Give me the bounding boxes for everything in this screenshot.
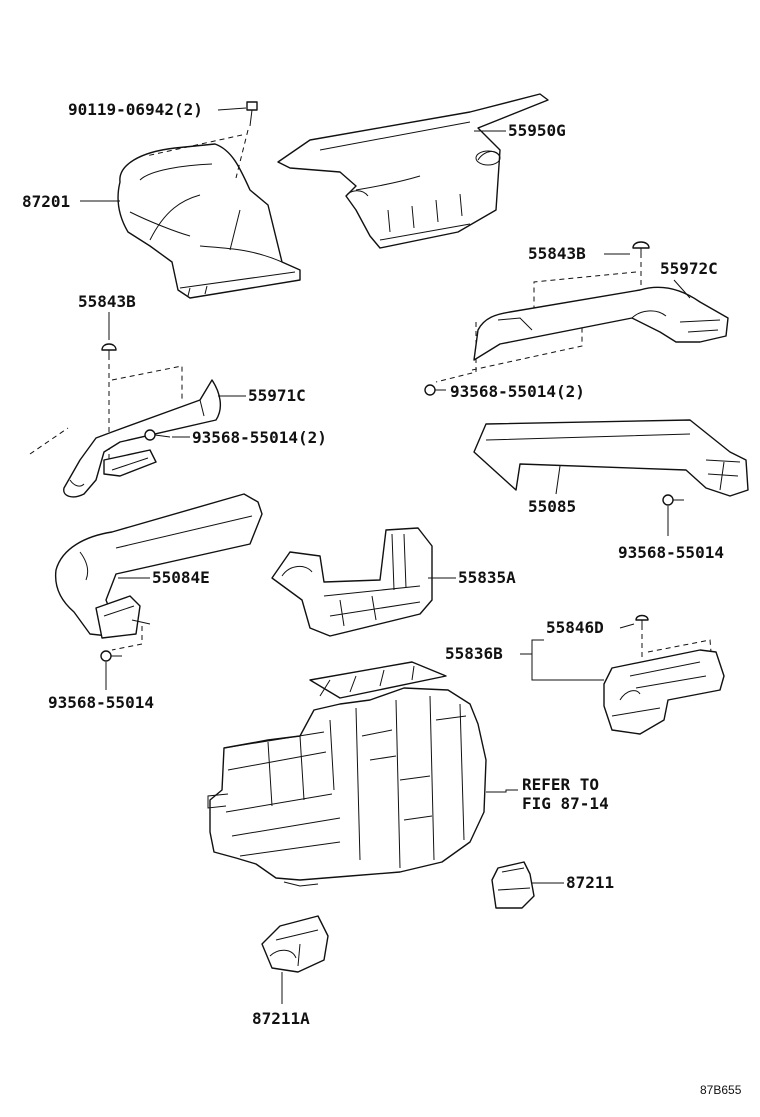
- label-55846d: 55846D: [546, 618, 604, 637]
- screw-93568-left-pair-icon: [144, 429, 171, 441]
- part-55835a-drawing: [271, 527, 433, 637]
- part-55085-drawing: [473, 419, 749, 497]
- label-55835a: 55835A: [458, 568, 516, 587]
- clip-55846d-icon: [635, 614, 649, 630]
- label-55972c: 55972C: [660, 259, 718, 278]
- label-55085: 55085: [528, 497, 576, 516]
- part-87211-drawing: [491, 861, 535, 909]
- screw-93568-right-pair-icon: [424, 384, 446, 396]
- label-55084e: 55084E: [152, 568, 210, 587]
- part-55950g-drawing: [277, 93, 549, 249]
- part-87211a-drawing: [261, 915, 329, 973]
- part-55972c-drawing: [473, 286, 729, 361]
- label-87211a: 87211A: [252, 1009, 310, 1028]
- label-refer-to-line1: REFER TO: [522, 775, 599, 794]
- clip-55843b-right-icon: [632, 241, 650, 258]
- label-55843b-right: 55843B: [528, 244, 586, 263]
- label-87201: 87201: [22, 192, 70, 211]
- label-93568-55014-right-single: 93568-55014: [618, 543, 724, 562]
- part-87201-drawing: [117, 143, 301, 299]
- part-55836b-drawing: [603, 649, 725, 735]
- figure-code: 87B655: [700, 1083, 742, 1097]
- label-55971c: 55971C: [248, 386, 306, 405]
- label-refer-to-line2: FIG 87-14: [522, 794, 609, 813]
- label-87211: 87211: [566, 873, 614, 892]
- label-55836b: 55836B: [445, 644, 503, 663]
- bolt-90119-06942-icon: [246, 101, 258, 127]
- part-55084e-drawing: [54, 493, 263, 639]
- label-bolt-90119-06942: 90119-06942(2): [68, 100, 203, 119]
- part-55971c-drawing: [63, 379, 222, 498]
- label-55843b-left: 55843B: [78, 292, 136, 311]
- part-heater-unit-drawing: [207, 661, 487, 887]
- clip-55843b-left-icon: [101, 343, 117, 360]
- label-93568-55014-right-pair: 93568-55014(2): [450, 382, 585, 401]
- label-93568-55014-left-pair: 93568-55014(2): [192, 428, 327, 447]
- label-55950g: 55950G: [508, 121, 566, 140]
- screw-93568-right-single-icon: [662, 494, 684, 506]
- label-93568-55014-left-single: 93568-55014: [48, 693, 154, 712]
- screw-93568-left-single-icon: [100, 650, 122, 662]
